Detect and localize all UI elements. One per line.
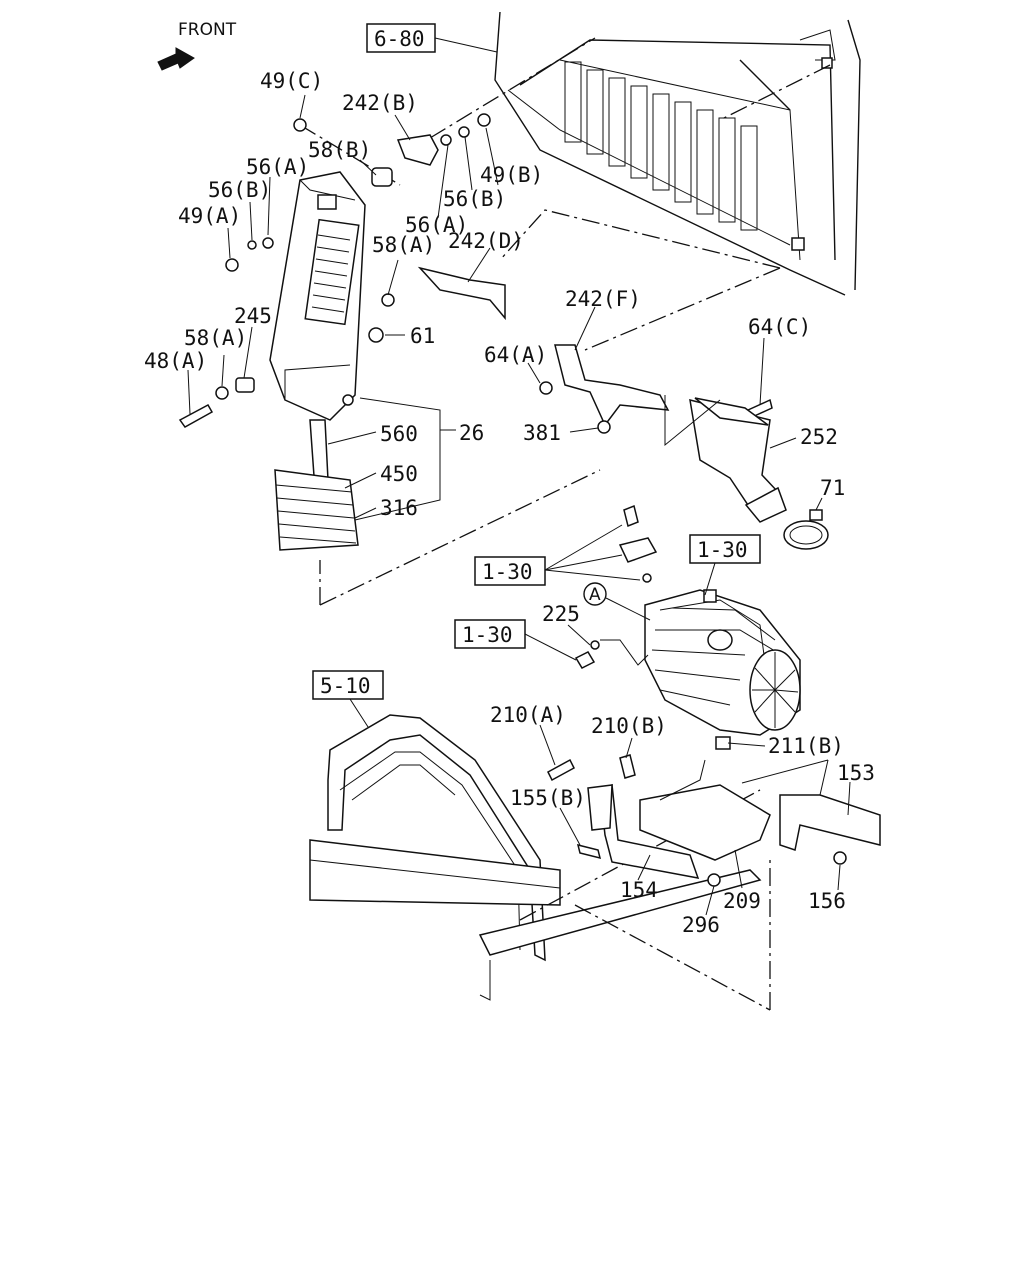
label-58a-2: 58(A) xyxy=(184,326,247,350)
label-49c: 49(C) xyxy=(260,69,323,93)
hose-clamp xyxy=(783,509,829,550)
label-211b: 211(B) xyxy=(768,734,844,758)
intake-duct xyxy=(269,171,366,421)
intake-hose xyxy=(689,397,787,523)
label-48a: 48(A) xyxy=(144,349,207,373)
label-155b: 155(B) xyxy=(510,786,586,810)
ref-1-30-a: 1-30 xyxy=(697,538,748,562)
label-316: 316 xyxy=(380,496,418,520)
label-56a: 56(A) xyxy=(246,155,309,179)
label-242b: 242(B) xyxy=(342,91,418,115)
ref-box-1-30-b xyxy=(474,556,546,586)
hardware xyxy=(178,113,773,434)
label-26: 26 xyxy=(459,421,484,445)
label-156: 156 xyxy=(808,889,846,913)
label-225: 225 xyxy=(542,602,580,626)
label-56b: 56(B) xyxy=(208,178,271,202)
mounting-bracket xyxy=(547,736,881,887)
ref-1-30-b: 1-30 xyxy=(482,560,533,584)
label-154: 154 xyxy=(620,878,658,902)
label-245: 245 xyxy=(234,304,272,328)
callout-a: A xyxy=(589,585,601,605)
label-252: 252 xyxy=(800,425,838,449)
ref-box-1-30-a xyxy=(689,534,761,564)
ref-6-80: 6-80 xyxy=(374,27,425,51)
label-209: 209 xyxy=(723,889,761,913)
label-61: 61 xyxy=(410,324,435,348)
label-56a-2: 56(A) xyxy=(405,213,468,237)
ref-box-1-30-c xyxy=(454,619,526,649)
label-381: 381 xyxy=(523,421,561,445)
ref-1-30-c: 1-30 xyxy=(462,623,513,647)
ref-box-5-10 xyxy=(312,670,384,700)
label-242f: 242(F) xyxy=(565,287,641,311)
label-71: 71 xyxy=(820,476,845,500)
label-210b: 210(B) xyxy=(591,714,667,738)
label-210a: 210(A) xyxy=(490,703,566,727)
front-label: FRONT xyxy=(178,20,237,40)
label-450: 450 xyxy=(380,462,418,486)
label-49a: 49(A) xyxy=(178,204,241,228)
label-296: 296 xyxy=(682,913,720,937)
air-filter-element xyxy=(274,419,359,551)
label-49b: 49(B) xyxy=(480,163,543,187)
label-560: 560 xyxy=(380,422,418,446)
label-242d: 242(D) xyxy=(448,229,524,253)
chassis-frame xyxy=(309,714,762,1001)
ref-5-10: 5-10 xyxy=(320,674,371,698)
label-58a: 58(A) xyxy=(372,233,435,257)
label-64a: 64(A) xyxy=(484,343,547,367)
label-153: 153 xyxy=(837,761,875,785)
label-56b-2: 56(B) xyxy=(443,187,506,211)
label-64c: 64(C) xyxy=(748,315,811,339)
callout-a-circle xyxy=(583,582,607,606)
front-arrow-icon xyxy=(157,47,195,71)
cab-body xyxy=(494,11,861,296)
label-58b: 58(B) xyxy=(308,138,371,162)
air-cleaner-housing xyxy=(644,589,801,736)
